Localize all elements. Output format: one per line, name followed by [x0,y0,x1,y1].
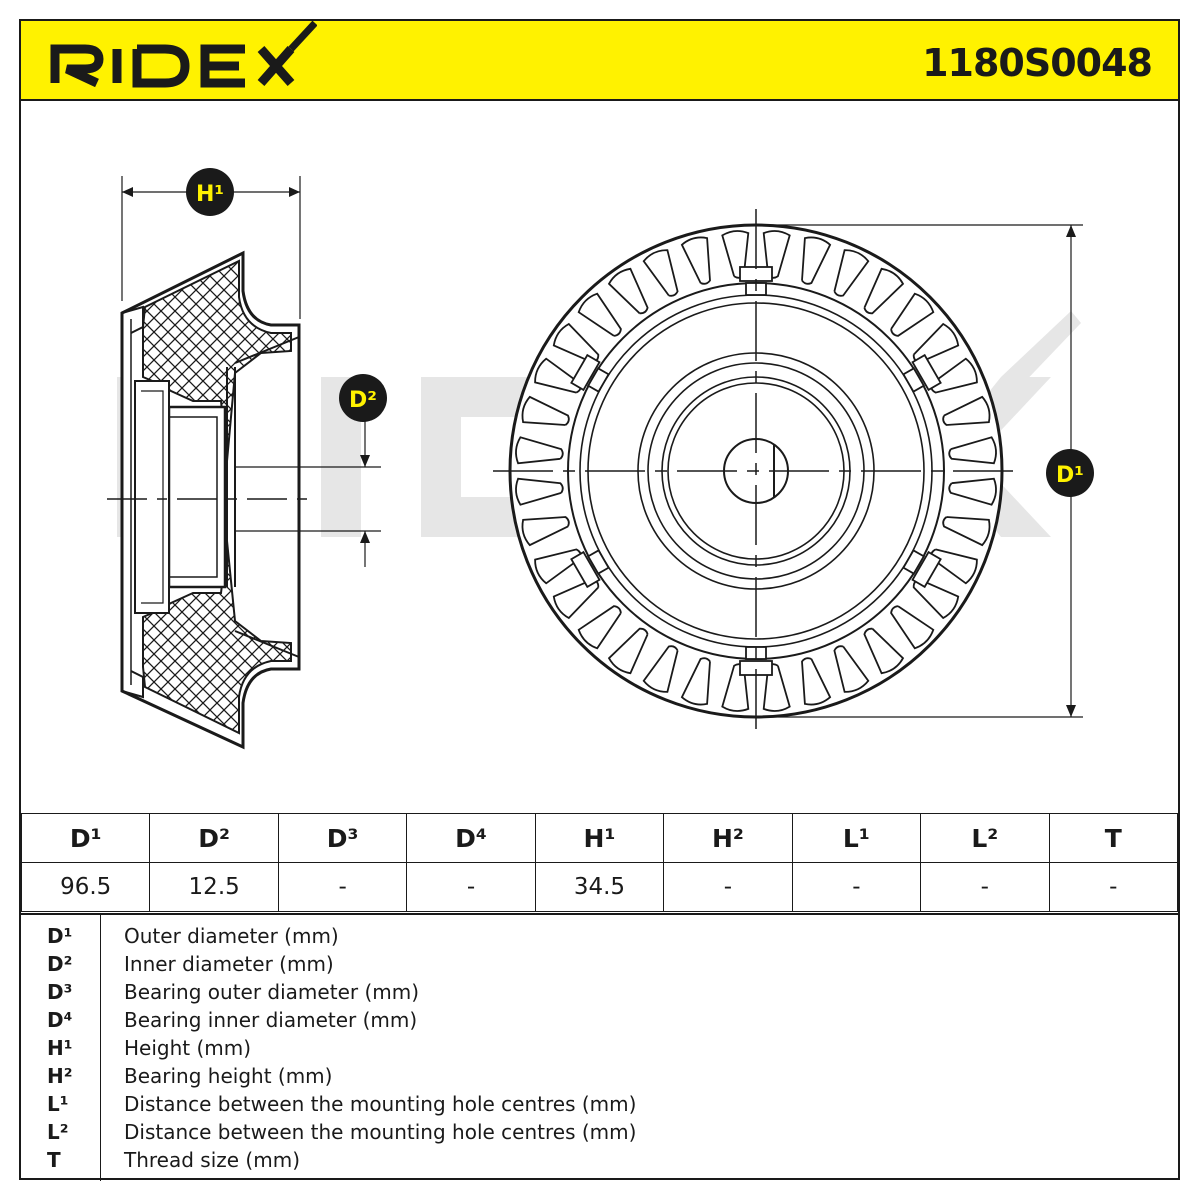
spec-table-header-row: D¹ D² D³ D⁴ H¹ H² L¹ L² T [20,813,1178,863]
side-section-view [107,176,381,750]
outer-rib [833,645,870,693]
legend-code: D¹ [47,924,73,948]
legend-desc: Distance between the mounting hole centr… [124,1120,637,1144]
legend-row: D¹ Outer diameter (mm) [21,924,1178,952]
spec-header-l1: L¹ [791,813,922,863]
legend-code: H² [47,1064,73,1088]
spec-table-value-row: 96.5 12.5 - - 34.5 - - - - [20,862,1178,912]
outer-rib [942,516,991,547]
outer-rib [515,436,564,465]
spec-header-d4: D⁴ [406,813,536,863]
outer-rib [890,292,935,337]
legend-code: H¹ [47,1036,73,1060]
spec-value-d2: 12.5 [149,862,279,912]
legend-desc: Inner diameter (mm) [124,952,334,976]
locking-tab [570,353,610,393]
spec-value-d3: - [277,862,408,912]
page-frame [19,19,1180,1180]
locking-tab [902,549,942,589]
spec-header-t: T [1048,813,1178,863]
top-view [493,209,1083,733]
outer-rib [890,605,935,650]
outer-rib [642,645,679,693]
callout-d2: D² [339,374,387,422]
outer-rib [863,627,905,675]
legend-code: D⁴ [47,1008,73,1032]
spec-header-d1: D¹ [20,813,151,863]
legend-divider [100,915,101,1181]
spec-value-d4: - [406,862,536,912]
locking-tab [739,266,773,296]
outer-rib [680,236,711,285]
outer-rib [721,230,750,279]
legend-row: D² Inner diameter (mm) [21,952,1178,980]
legend-row: L¹ Distance between the mounting hole ce… [21,1092,1178,1120]
outer-rib [833,249,870,297]
outer-rib [801,236,832,285]
spec-value-h1: 34.5 [534,862,665,912]
legend-row: D⁴ Bearing inner diameter (mm) [21,1008,1178,1036]
outer-rib [577,292,622,337]
outer-rib [942,395,991,426]
spec-value-l1: - [791,862,922,912]
outer-rib [607,627,649,675]
svg-text:H¹: H¹ [196,182,224,207]
spec-value-l2: - [920,862,1050,912]
outer-rib [515,477,564,506]
legend-desc: Outer diameter (mm) [124,924,339,948]
outer-rib [912,322,960,364]
legend-code: L² [47,1120,69,1144]
locking-tab [902,353,942,393]
spec-header-h2: H² [663,813,793,863]
legend-row: T Thread size (mm) [21,1148,1178,1176]
locking-tab [570,549,610,589]
svg-text:D²: D² [349,388,377,413]
spec-header-d2: D² [149,813,279,863]
outer-rib [521,516,570,547]
svg-text:D¹: D¹ [1056,463,1084,488]
outer-rib [577,605,622,650]
callout-h1: H¹ [186,168,234,216]
legend-desc: Bearing height (mm) [124,1064,333,1088]
legend-code: T [47,1148,61,1172]
legend-code: D³ [47,980,73,1004]
part-number: 1180S0048 [922,41,1153,85]
legend-desc: Distance between the mounting hole centr… [124,1092,637,1116]
outer-rib [762,663,791,712]
technical-drawing: H¹ D² D¹ [107,168,1094,750]
outer-rib [801,657,832,706]
outer-rib [948,477,997,506]
legend-desc: Bearing outer diameter (mm) [124,980,420,1004]
legend-desc: Thread size (mm) [124,1148,300,1172]
header-bar: 1180S0048 [21,21,1178,101]
legend-code: D² [47,952,73,976]
ridex-logo [50,21,317,88]
legend-row: L² Distance between the mounting hole ce… [21,1120,1178,1148]
legend-code: L¹ [47,1092,69,1116]
spec-value-t: - [1048,862,1178,912]
spec-header-h1: H¹ [534,813,665,863]
outer-rib [607,267,649,315]
spec-value-h2: - [663,862,793,912]
outer-rib [521,395,570,426]
spec-header-d3: D³ [277,813,408,863]
outer-rib [680,657,711,706]
outer-rib [642,249,679,297]
callout-d1: D¹ [1046,449,1094,497]
legend-desc: Bearing inner diameter (mm) [124,1008,418,1032]
legend-row: D³ Bearing outer diameter (mm) [21,980,1178,1008]
legend-row: H² Bearing height (mm) [21,1064,1178,1092]
legend-row: H¹ Height (mm) [21,1036,1178,1064]
legend-desc: Height (mm) [124,1036,252,1060]
outer-rib [930,548,978,585]
outer-rib [552,578,600,620]
outer-rib [863,267,905,315]
spec-header-l2: L² [920,813,1050,863]
outer-rib [534,357,582,394]
spec-table: D¹ D² D³ D⁴ H¹ H² L¹ L² T 96.5 12.5 - - … [20,813,1178,912]
legend: D¹ Outer diameter (mm) D² Inner diameter… [21,913,1178,1181]
spec-value-d1: 96.5 [20,862,151,912]
outer-rib [948,436,997,465]
